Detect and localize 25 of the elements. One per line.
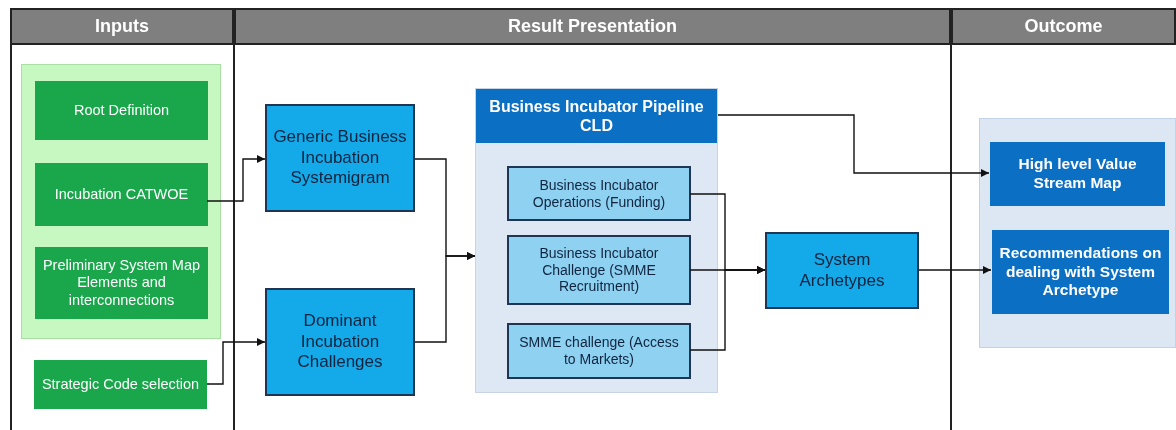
panel-heading: Business Incubator Pipeline CLD [476, 89, 717, 143]
connector-arrow [206, 338, 266, 385]
group-background [979, 118, 1176, 348]
sub-process-box: Business Incubator Challenge (SMME Recruitment) [507, 235, 691, 305]
input-box: Incubation CATWOE [35, 163, 208, 226]
sub-process-box: Business Incubator Operations (Funding) [507, 166, 691, 221]
process-box: Dominant Incubation Challenges [265, 288, 415, 396]
connector-arrow [414, 252, 476, 343]
process-box: System Archetypes [765, 232, 919, 309]
connector-arrow [717, 114, 990, 177]
input-box: Strategic Code selection [34, 360, 207, 409]
column-header: Result Presentation [234, 8, 951, 45]
diagram-panel [475, 88, 718, 393]
connector-arrow [206, 155, 266, 202]
sub-process-box: SMME challenge (Access to Markets) [507, 323, 691, 379]
group-background [21, 64, 221, 339]
input-box: Preliminary System Map Elements and interconnections [35, 247, 208, 319]
process-box: Generic Business Incubation Systemigram [265, 104, 415, 212]
connector-arrow [689, 266, 766, 351]
column-header: Outcome [951, 8, 1176, 45]
connector-arrow [918, 266, 992, 274]
outcome-box: Recommendations on dealing with System Archetype [992, 230, 1169, 314]
outcome-box: High level Value Stream Map [990, 142, 1165, 206]
column-header: Inputs [10, 8, 234, 45]
input-box: Root Definition [35, 81, 208, 140]
